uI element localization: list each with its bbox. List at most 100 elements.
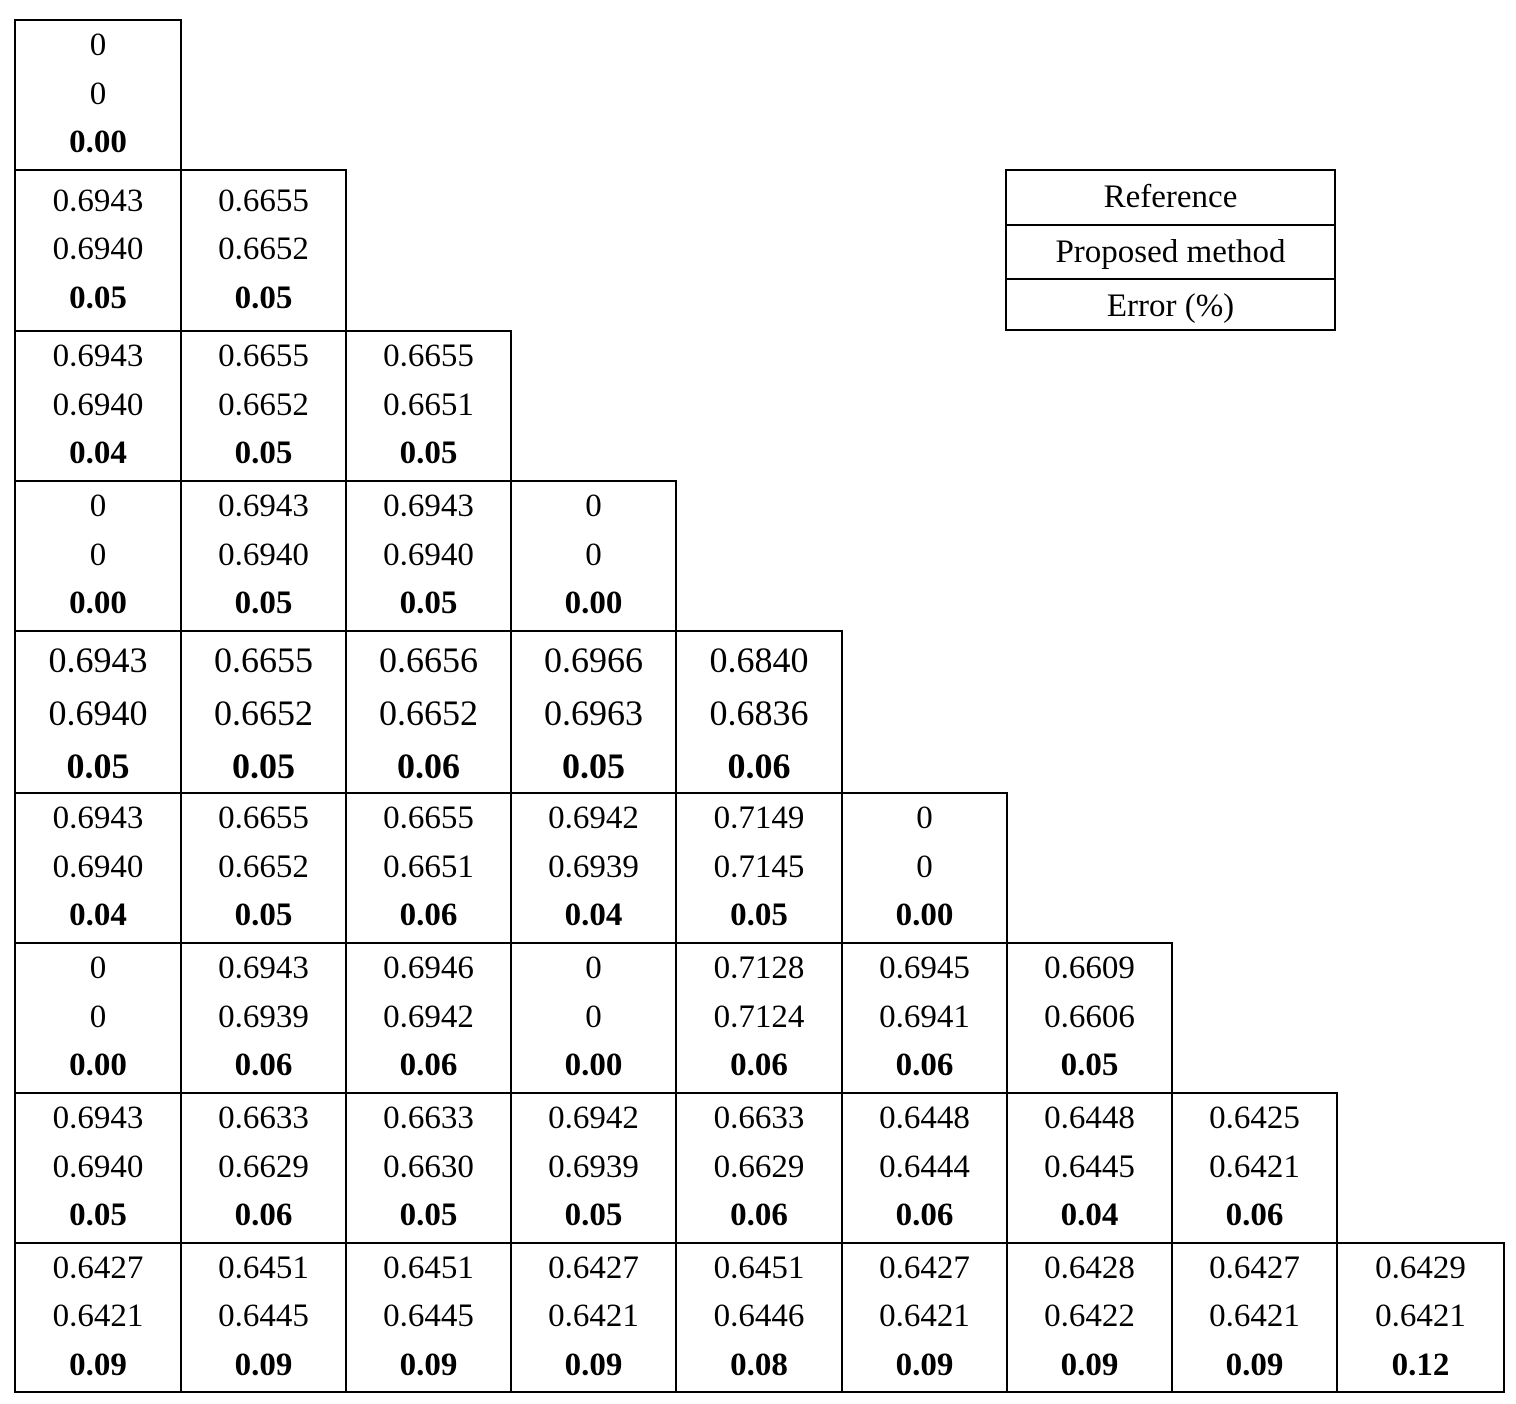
error-value: 0.05: [66, 745, 130, 786]
error-value: 0.00: [69, 124, 127, 161]
error-value: 0.04: [69, 897, 127, 934]
error-value: 0.05: [69, 1197, 127, 1234]
proposed-value: 0.6630: [383, 1148, 474, 1185]
reference-value: 0.6451: [218, 1249, 309, 1286]
proposed-value: 0: [89, 536, 107, 573]
legend-proposed-method: Proposed method: [1007, 224, 1334, 277]
proposed-value: 0.6940: [52, 848, 144, 885]
proposed-value: 0.7145: [713, 848, 805, 885]
proposed-value: 0.6445: [383, 1298, 474, 1335]
error-value: 0.06: [234, 1047, 293, 1084]
error-value: 0.06: [399, 897, 458, 934]
proposed-value: 0.6940: [48, 692, 148, 733]
proposed-value: 0.6422: [1044, 1298, 1135, 1335]
error-value: 0.06: [399, 1047, 458, 1084]
proposed-value: 0.6652: [214, 692, 313, 733]
proposed-value: 0.6940: [52, 1148, 144, 1185]
error-value: 0.12: [1391, 1346, 1450, 1383]
reference-value: 0.6943: [218, 950, 309, 987]
reference-value: 0: [89, 27, 107, 64]
proposed-value: 0.6940: [218, 536, 309, 573]
reference-value: 0: [916, 800, 933, 837]
error-value: 0.09: [399, 1346, 458, 1383]
reference-value: 0.7128: [713, 950, 805, 987]
error-value: 0.05: [69, 279, 127, 316]
proposed-value: 0.6941: [879, 998, 970, 1035]
reference-value: 0.6655: [214, 639, 313, 680]
reference-value: 0.6429: [1375, 1249, 1466, 1286]
proposed-value: 0.6446: [713, 1298, 805, 1335]
reference-value: 0.6655: [383, 800, 474, 837]
reference-value: 0.6448: [879, 1100, 970, 1137]
error-value: 0.04: [69, 435, 127, 472]
proposed-value: 0.6421: [52, 1298, 144, 1335]
reference-value: 0.6633: [713, 1100, 805, 1137]
proposed-value: 0: [89, 75, 107, 112]
proposed-value: 0.6940: [52, 231, 144, 268]
error-value: 0.06: [727, 745, 791, 786]
error-value: 0.00: [564, 1047, 623, 1084]
reference-value: 0.6425: [1209, 1100, 1300, 1137]
error-value: 0.05: [562, 745, 625, 786]
error-value: 0.00: [564, 585, 623, 622]
error-value: 0.09: [1225, 1346, 1284, 1383]
error-value: 0.09: [1060, 1346, 1119, 1383]
error-value: 0.05: [399, 585, 458, 622]
reference-value: 0.6966: [544, 639, 643, 680]
error-value: 0.05: [234, 435, 293, 472]
reference-value: 0.6655: [383, 338, 474, 375]
reference-value: 0.6633: [218, 1100, 309, 1137]
proposed-value: 0: [916, 848, 933, 885]
reference-value: 0.6943: [52, 338, 144, 375]
proposed-value: 0.6421: [1209, 1298, 1300, 1335]
reference-value: 0.6655: [218, 338, 309, 375]
reference-value: 0.6655: [218, 182, 309, 219]
reference-value: 0.6427: [52, 1249, 144, 1286]
error-value: 0.09: [895, 1346, 954, 1383]
error-value: 0.09: [234, 1346, 293, 1383]
error-value: 0.05: [1060, 1047, 1119, 1084]
proposed-value: 0.6421: [879, 1298, 970, 1335]
reference-value: 0.6943: [383, 488, 474, 525]
reference-value: 0.6942: [548, 800, 639, 837]
reference-value: 0.6945: [879, 950, 970, 987]
reference-value: 0.6943: [48, 639, 148, 680]
proposed-value: 0.6651: [383, 848, 474, 885]
proposed-value: 0.6629: [218, 1148, 309, 1185]
proposed-value: 0.6940: [52, 386, 144, 423]
proposed-value: 0: [585, 536, 602, 573]
reference-value: 0.6428: [1044, 1249, 1135, 1286]
reference-value: 0.6943: [52, 182, 144, 219]
table-cell: 0.6427 0.6421 0.09: [841, 1242, 1008, 1393]
error-value: 0.09: [69, 1346, 127, 1383]
reference-value: 0.6946: [383, 950, 474, 987]
reference-value: 0.6427: [879, 1249, 970, 1286]
proposed-value: 0.6651: [383, 386, 474, 423]
legend-reference: Reference: [1103, 179, 1238, 215]
error-value: 0.05: [399, 1197, 458, 1234]
proposed-value: 0.6963: [544, 692, 643, 733]
error-value: 0.05: [234, 585, 293, 622]
reference-value: 0.6609: [1044, 950, 1135, 987]
error-value: 0.08: [730, 1346, 788, 1383]
